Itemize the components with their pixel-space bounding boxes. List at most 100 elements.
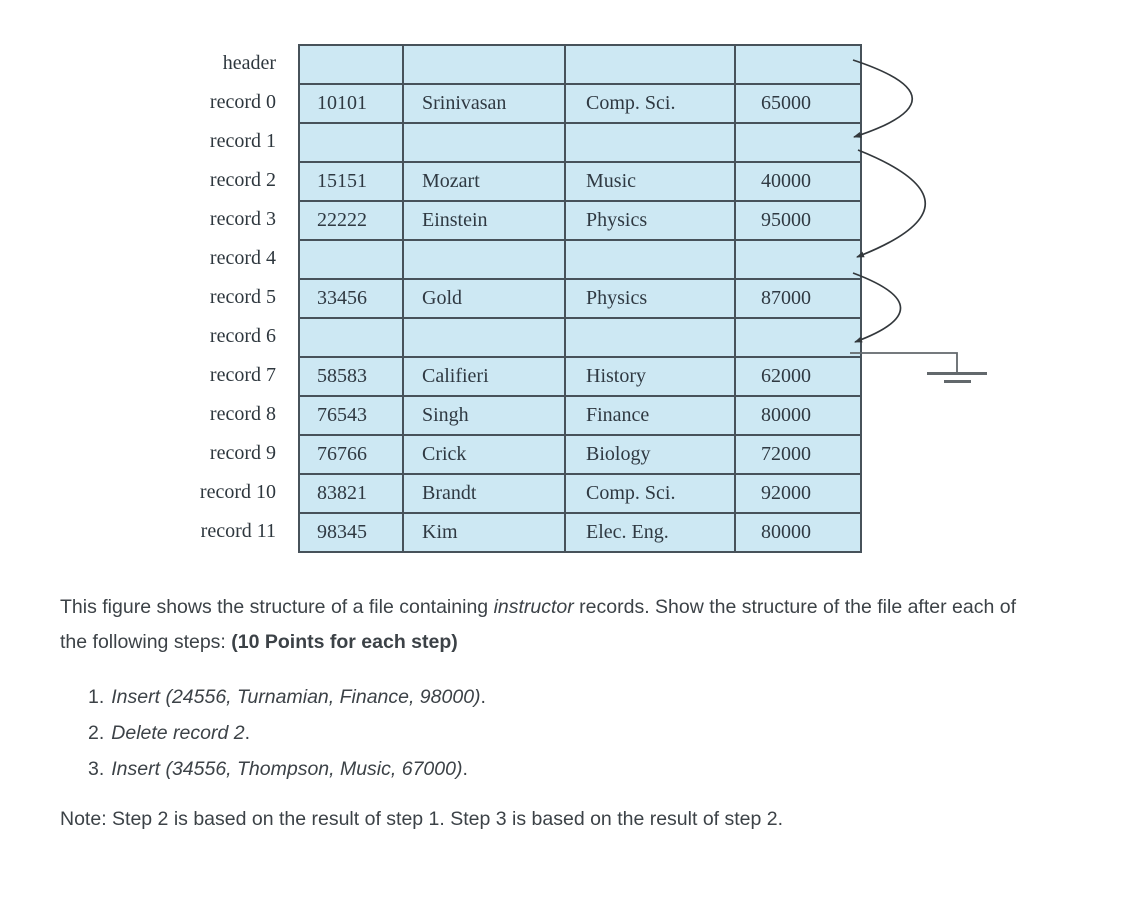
file-table: header record 0 10101 Srinivasan Comp. S… [0,44,1130,553]
cell-dept: Comp. Sci. [564,85,734,122]
cell-id: 10101 [317,92,367,114]
record-cells: 33456 Gold Physics 87000 [298,278,862,317]
cell-name: Crick [402,436,564,473]
cell-id [300,319,402,356]
row-label: record 11 [200,520,276,542]
cell-id [300,46,402,83]
cell-id: 33456 [317,287,367,309]
record-cells: 15151 Mozart Music 40000 [298,161,862,200]
cell-dept: Physics [564,202,734,239]
cell-salary [734,46,860,83]
row-label: record 8 [209,403,276,425]
cell-salary: 92000 [734,475,860,512]
table-row: record 5 33456 Gold Physics 87000 [0,278,1130,317]
step-item-2: 2. Delete record 2. [88,715,1130,751]
cell-salary: 80000 [734,514,860,551]
table-row: record 11 98345 Kim Elec. Eng. 80000 [0,512,1130,553]
step-number: 1. [88,686,105,708]
steps-list: 1. Insert (24556, Turnamian, Finance, 980… [60,679,1130,787]
step-number: 2. [88,722,105,744]
row-label: record 0 [209,91,276,113]
question-text: This figure shows the structure of a fil… [60,590,1130,837]
record-cells: 10101 Srinivasan Comp. Sci. 65000 [298,83,862,122]
record-cells [298,122,862,161]
cell-dept [564,319,734,356]
table-row: record 4 [0,239,1130,278]
cell-salary: 65000 [734,85,860,122]
cell-name [402,46,564,83]
row-label: record 2 [209,169,276,191]
step-instruction: Delete record 2 [111,722,245,744]
step-suffix: . [462,758,468,780]
cell-salary: 40000 [734,163,860,200]
step-suffix: . [480,686,486,708]
table-row: record 0 10101 Srinivasan Comp. Sci. 650… [0,83,1130,122]
row-label: record 10 [199,481,276,503]
cell-id: 76766 [317,443,367,465]
cell-name [402,241,564,278]
record-cells: 98345 Kim Elec. Eng. 80000 [298,512,862,553]
cell-id: 76543 [317,404,367,426]
cell-id: 22222 [317,209,367,231]
cell-name: Einstein [402,202,564,239]
step-item-3: 3. Insert (34556, Thompson, Music, 67000)… [88,751,1130,787]
record-cells: 76766 Crick Biology 72000 [298,434,862,473]
cell-name [402,319,564,356]
paragraph-text: records. Show the structure of the file … [60,596,1016,653]
file-structure-figure: header record 0 10101 Srinivasan Comp. S… [0,44,1130,553]
cell-salary [734,319,860,356]
cell-salary: 87000 [734,280,860,317]
row-label: record 3 [209,208,276,230]
row-label: record 4 [209,247,276,269]
cell-id [300,124,402,161]
cell-dept: Elec. Eng. [564,514,734,551]
table-row: record 7 58583 Califieri History 62000 [0,356,1130,395]
cell-name: Singh [402,397,564,434]
cell-dept: Finance [564,397,734,434]
cell-dept [564,46,734,83]
row-label: record 5 [209,286,276,308]
cell-name: Gold [402,280,564,317]
paragraph-text: This figure shows the structure of a fil… [60,596,494,618]
cell-id: 15151 [317,170,367,192]
row-label: record 1 [209,130,276,152]
record-cells [298,239,862,278]
step-instruction: Insert (24556, Turnamian, Finance, 98000… [111,686,481,708]
cell-id [300,241,402,278]
cell-salary: 72000 [734,436,860,473]
question-paragraph: This figure shows the structure of a fil… [60,590,1045,660]
step-item-1: 1. Insert (24556, Turnamian, Finance, 980… [88,679,1130,715]
note-text: Note: Step 2 is based on the result of s… [60,808,784,830]
cell-salary [734,124,860,161]
cell-dept: History [564,358,734,395]
table-row: record 1 [0,122,1130,161]
table-row: record 6 [0,317,1130,356]
record-cells: 58583 Califieri History 62000 [298,356,862,395]
cell-name: Kim [402,514,564,551]
row-label: record 7 [209,364,276,386]
table-row: record 2 15151 Mozart Music 40000 [0,161,1130,200]
cell-salary [734,241,860,278]
cell-name: Srinivasan [402,85,564,122]
cell-dept: Comp. Sci. [564,475,734,512]
cell-dept [564,241,734,278]
step-suffix: . [244,722,251,744]
table-row: record 8 76543 Singh Finance 80000 [0,395,1130,434]
row-label: record 6 [209,325,276,347]
cell-id: 83821 [317,482,367,504]
cell-name: Califieri [402,358,564,395]
table-row: record 3 22222 Einstein Physics 95000 [0,200,1130,239]
record-cells: 22222 Einstein Physics 95000 [298,200,862,239]
instructor-italic: instructor [493,596,574,618]
table-row: record 10 83821 Brandt Comp. Sci. 92000 [0,473,1130,512]
step-instruction: Insert (34556, Thompson, Music, 67000) [111,758,463,780]
record-cells: 83821 Brandt Comp. Sci. 92000 [298,473,862,512]
table-row: record 9 76766 Crick Biology 72000 [0,434,1130,473]
cell-name: Brandt [402,475,564,512]
cell-name: Mozart [402,163,564,200]
cell-name [402,124,564,161]
step-number: 3. [88,758,105,780]
cell-id: 98345 [317,521,367,543]
row-label: header [222,52,276,74]
